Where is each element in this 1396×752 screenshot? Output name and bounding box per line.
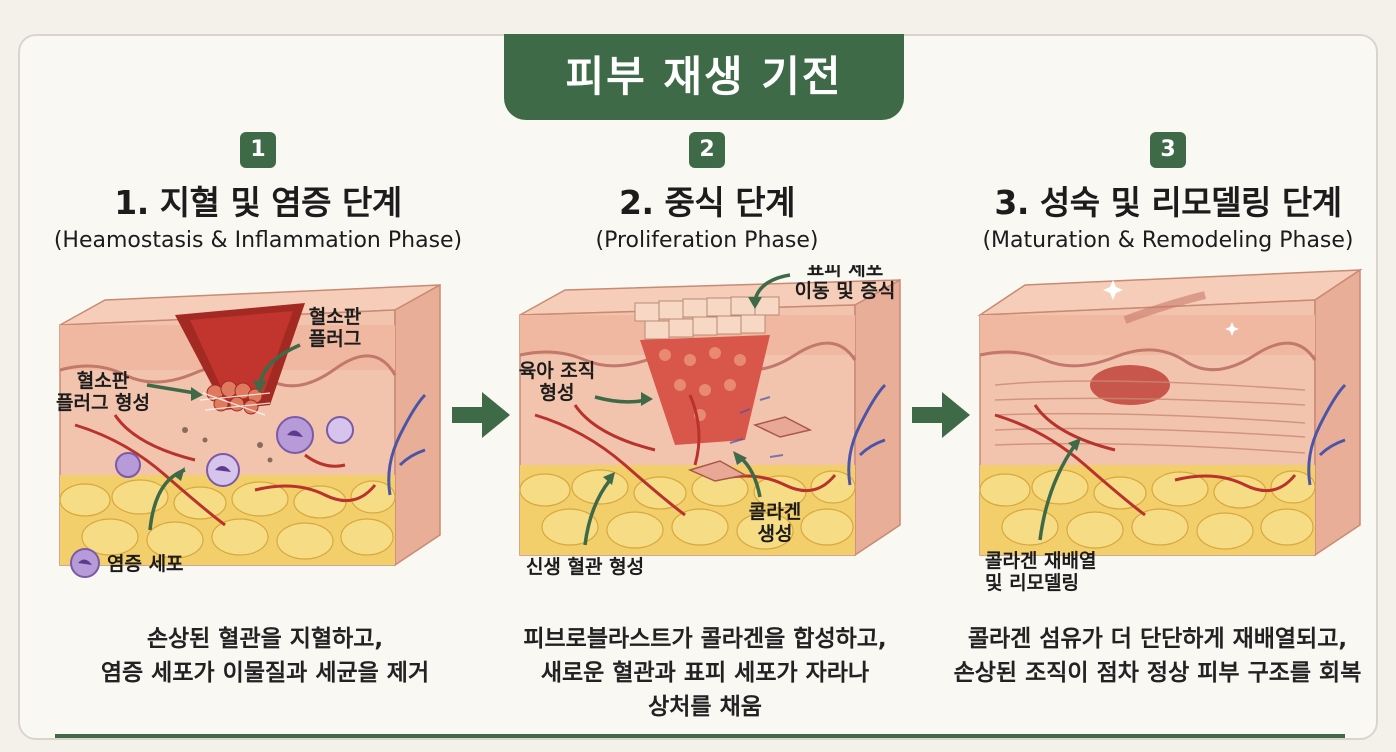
phase-2-description-line-3: 상처를 채움 [648, 694, 762, 720]
phase-2-description-line-1: 피브로블라스트가 콜라겐을 합성하고, [523, 626, 887, 652]
label-inflammatory-cell: 염증 세포 [107, 553, 184, 575]
phase-1-subtitle: (Heamostasis & Inflammation Phase) [53, 228, 463, 253]
phase-2-number-badge: 2 [689, 132, 725, 168]
phase-3-description: 콜라겐 섬유가 더 단단하게 재배열되고, 손상된 조직이 점차 정상 피부 구… [925, 622, 1390, 690]
phase-2-description-line-2: 새로운 혈관과 표피 세포가 자라나 [540, 660, 870, 686]
phase-1-title: 1. 지혈 및 염증 단계 [114, 183, 402, 222]
phase-2-title: 2. 중식 단계 [619, 183, 795, 222]
phase-1-header: 1 1. 지혈 및 염증 단계 (Heamostasis & Inflammat… [48, 132, 468, 253]
phase-3-title: 3. 성숙 및 리모델링 단계 [994, 183, 1342, 222]
phase-3-description-line-1: 콜라겐 섬유가 더 단단하게 재배열되고, [967, 626, 1348, 652]
label-new-vessels: 신생 혈관 형성 [526, 555, 644, 578]
arrow-phase-2-to-3 [912, 392, 970, 438]
phase-1-description-line-2: 염증 세포가 이물질과 세균을 제거 [100, 660, 430, 686]
phase-2-header: 2 2. 중식 단계 (Proliferation Phase) [497, 132, 917, 253]
phase-2-description: 피브로블라스트가 콜라겐을 합성하고, 새로운 혈관과 표피 세포가 자라나 상… [470, 622, 940, 724]
phase-1-description-line-1: 손상된 혈관을 지혈하고, [146, 626, 384, 652]
phase-3-description-line-2: 손상된 조직이 점차 정상 피부 구조를 회복 [953, 660, 1362, 686]
phase-1-description: 손상된 혈관을 지혈하고, 염증 세포가 이물질과 세균을 제거 [30, 622, 500, 690]
page-title: 피부 재생 기전 [504, 34, 904, 120]
phase-3-subtitle: (Maturation & Remodeling Phase) [982, 228, 1354, 253]
bottom-divider [55, 734, 1345, 738]
phase-3-number-badge: 3 [1150, 132, 1186, 168]
phase-2-subtitle: (Proliferation Phase) [595, 228, 819, 253]
phase-3-header: 3 3. 성숙 및 리모델링 단계 (Maturation & Remodeli… [958, 132, 1378, 253]
arrow-phase-1-to-2 [452, 392, 510, 438]
phase-1-number-badge: 1 [240, 132, 276, 168]
